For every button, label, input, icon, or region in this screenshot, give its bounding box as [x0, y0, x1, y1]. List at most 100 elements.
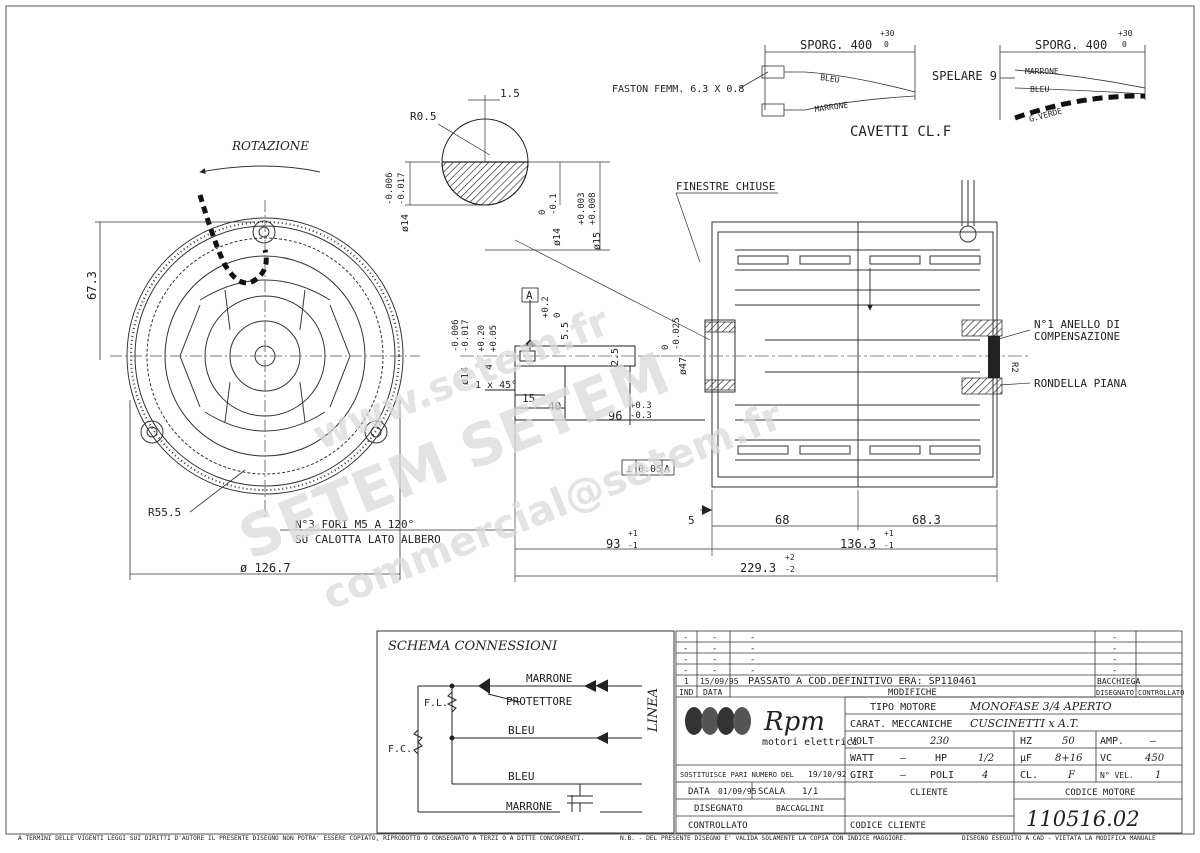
- watt-label: WATT: [850, 753, 874, 764]
- schema-protettore: PROTETTORE: [506, 695, 572, 708]
- holes-note-2: SU CALOTTA LATO ALBERO: [295, 533, 441, 546]
- label-bleu-1: BLEU: [820, 73, 841, 85]
- svg-text:-: -: [683, 666, 688, 676]
- dim-93: 93: [606, 537, 620, 551]
- hdr-ind: IND: [679, 688, 694, 697]
- dim-2-5: 2.5: [610, 348, 621, 366]
- hdr-controllato: CONTROLLATO: [1138, 689, 1184, 697]
- label-finestre: FINESTRE CHIUSE: [676, 180, 775, 193]
- schema-linea: LINEA: [646, 688, 661, 733]
- label-faston: FASTON FEMM. 6.3 X 0.8: [612, 84, 744, 95]
- dim-93-a: +1: [628, 529, 638, 538]
- svg-text:-: -: [1112, 666, 1117, 676]
- front-view: [110, 200, 420, 520]
- dim-r2: R2: [1009, 362, 1019, 373]
- shaft-tol-2: -0.017: [461, 319, 471, 352]
- schema-bleu: BLEU: [508, 724, 535, 737]
- hdr-data: DATA: [703, 688, 722, 697]
- dim-r55: R55.5: [148, 506, 181, 519]
- footer-notes: A TERMINI DELLE VIGENTI LEGGI SUI DIRITT…: [18, 835, 1156, 842]
- tol-0: 0: [553, 313, 563, 318]
- rev-empty-rows: ---- ---- ---- ----: [683, 633, 1117, 676]
- dim-68: 68: [775, 513, 789, 527]
- shaft-tol-1: -0.006: [451, 319, 461, 352]
- connection-schema: SCHEMA CONNESSIONI MARRONE PROTETTORE BL…: [376, 630, 675, 834]
- dim-93-b: -1: [628, 541, 638, 550]
- svg-text:-: -: [750, 633, 755, 643]
- drawing-meta: SOSTITUISCE PARI NUMERO DEL 19/10/92 DAT…: [680, 770, 1140, 831]
- shaft-96-b: -0.3: [630, 411, 652, 421]
- bearing-housing-left-top: [704, 321, 736, 333]
- cable-loop: [197, 194, 269, 286]
- footer-mid: N.B. - DEL PRESENTE DISEGNO E' VALIDA SO…: [620, 835, 907, 842]
- dim-229-3: 229.3: [740, 561, 776, 575]
- tol-value: 0.05: [638, 464, 662, 475]
- hz-val: 50: [1062, 736, 1075, 747]
- shaft-4: 4: [484, 364, 495, 370]
- schema-marrone: MARRONE: [526, 672, 572, 685]
- label-sporg-1-tol1: +30: [880, 29, 895, 38]
- svg-text:-: -: [683, 655, 688, 665]
- tipo-label: TIPO MOTORE: [870, 702, 936, 713]
- tol-b: -0.017: [397, 172, 407, 205]
- schema-title: SCHEMA CONNESSIONI: [388, 639, 558, 654]
- tol-15-2: +0.008: [588, 192, 598, 225]
- amp-label: AMP.: [1100, 736, 1124, 747]
- svg-text:-: -: [712, 633, 717, 643]
- shaft-d14: ø14: [460, 367, 471, 385]
- vc-label: VC: [1100, 753, 1112, 764]
- label-spelare: SPELARE 9: [932, 69, 997, 83]
- dim-r05: R0.5: [410, 110, 437, 123]
- label-gverde: G.VERDE: [1028, 106, 1063, 123]
- dim-5-5: 5.5: [560, 322, 571, 340]
- sost-label: SOSTITUISCE PARI NUMERO DEL: [680, 771, 794, 779]
- tol-14-1: 0: [538, 210, 548, 215]
- carat-label: CARAT. MECCANICHE: [850, 719, 952, 730]
- cable-gverde: [1014, 93, 1146, 121]
- brand-logo: Rpm motori elettrici: [684, 706, 858, 748]
- schema-bleu-2: BLEU: [508, 770, 535, 783]
- rev-text: PASSATO A COD.DEFINITIVO ERA: SP110461: [748, 676, 977, 687]
- shaft-tol-4: +0.05: [489, 325, 499, 352]
- tol-47-b: -0.025: [672, 317, 682, 350]
- label-sporg-1-tol2: 0: [884, 40, 889, 49]
- tol-47-a: 0: [661, 345, 671, 350]
- brand-sub: motori elettrici: [762, 737, 858, 748]
- scala-label: SCALA: [758, 787, 786, 797]
- data-label: DATA: [688, 787, 710, 797]
- datum-a-box: [521, 287, 539, 303]
- front-dims: [95, 221, 515, 580]
- dim-d14-a: ø14: [400, 214, 411, 232]
- poli-val: 4: [981, 770, 988, 781]
- shaft-chamfer: 1 x 45°: [475, 380, 517, 391]
- tol-02: +0.2: [541, 296, 551, 318]
- dis-label: DISEGNATO: [694, 804, 743, 814]
- dim-136-3-a: +1: [884, 529, 894, 538]
- shaft-section-detail: 1.5 R0.5 -0.006 -0.017 ø14 ø14 0 -0.1 ø1…: [385, 87, 610, 251]
- scala-val: 1/1: [802, 787, 818, 797]
- cod-mot-label: CODICE MOTORE: [1065, 788, 1135, 798]
- rev-date: 15/09/95: [700, 677, 739, 686]
- dim-229-3-a: +2: [785, 553, 795, 562]
- dis-val: BACCAGLINI: [776, 804, 824, 813]
- shaft-96-a: +0.3: [630, 401, 652, 411]
- tol-15-1: +0.003: [577, 192, 587, 225]
- volt-label: VOLT: [850, 736, 874, 747]
- tol-14-2: -0.1: [549, 193, 559, 215]
- tol-ref: A: [664, 464, 670, 475]
- dim-67: 67.3: [85, 271, 99, 300]
- bearing-housing-right-bottom: [961, 377, 1003, 395]
- label-rondella: RONDELLA PIANA: [1034, 377, 1127, 390]
- uf-label: μF: [1020, 753, 1032, 764]
- bearing-housing-right-top: [961, 319, 1003, 337]
- dim-1-5: 1.5: [500, 87, 520, 100]
- holes-note-1: N°3 FORI M5 A 120°: [295, 518, 414, 531]
- nvel-val: 1: [1155, 770, 1161, 781]
- watt-val: —: [900, 753, 907, 764]
- shaft-15: 15: [522, 392, 535, 405]
- schema-fl: F.L.: [424, 698, 448, 709]
- dim-229-3-b: -2: [785, 565, 795, 574]
- svg-text:-: -: [683, 644, 688, 654]
- label-sporg-2-tol2: 0: [1122, 40, 1127, 49]
- svg-text:-: -: [750, 666, 755, 676]
